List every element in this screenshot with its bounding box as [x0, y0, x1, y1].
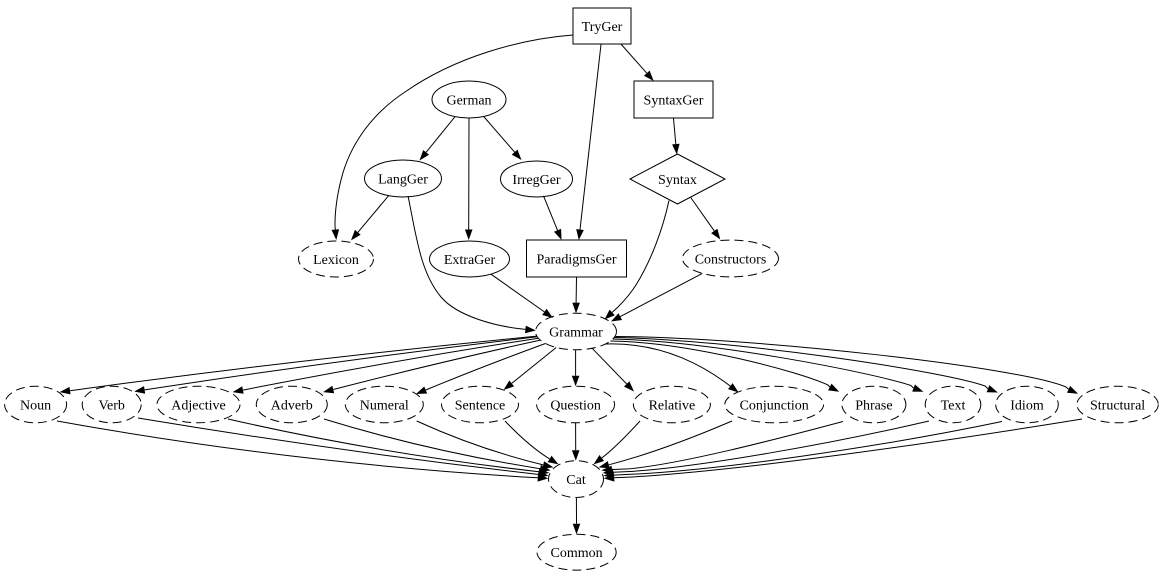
svg-text:Sentence: Sentence — [455, 399, 506, 414]
svg-text:IrregGer: IrregGer — [512, 173, 561, 188]
svg-text:Verb: Verb — [98, 399, 124, 414]
svg-text:Structural: Structural — [1090, 399, 1145, 414]
svg-text:Adjective: Adjective — [171, 399, 225, 414]
svg-text:Lexicon: Lexicon — [313, 253, 359, 268]
svg-text:ParadigmsGer: ParadigmsGer — [536, 253, 616, 268]
svg-text:Phrase: Phrase — [855, 399, 892, 414]
svg-text:SyntaxGer: SyntaxGer — [644, 94, 704, 109]
svg-text:Question: Question — [550, 399, 601, 414]
svg-text:Adverb: Adverb — [271, 399, 313, 414]
svg-text:TryGer: TryGer — [582, 20, 623, 35]
svg-text:Text: Text — [941, 399, 966, 414]
svg-text:ExtraGer: ExtraGer — [444, 253, 496, 268]
svg-text:LangGer: LangGer — [378, 173, 428, 188]
svg-text:German: German — [446, 94, 491, 109]
svg-text:Common: Common — [551, 546, 603, 561]
svg-text:Idiom: Idiom — [1010, 399, 1044, 414]
svg-text:Relative: Relative — [649, 399, 696, 414]
svg-text:Conjunction: Conjunction — [740, 399, 809, 414]
svg-text:Syntax: Syntax — [658, 173, 697, 188]
svg-text:Grammar: Grammar — [549, 326, 603, 341]
svg-text:Cat: Cat — [566, 473, 586, 488]
svg-text:Constructors: Constructors — [695, 253, 767, 268]
svg-text:Noun: Noun — [20, 399, 51, 414]
svg-text:Numeral: Numeral — [360, 399, 409, 414]
